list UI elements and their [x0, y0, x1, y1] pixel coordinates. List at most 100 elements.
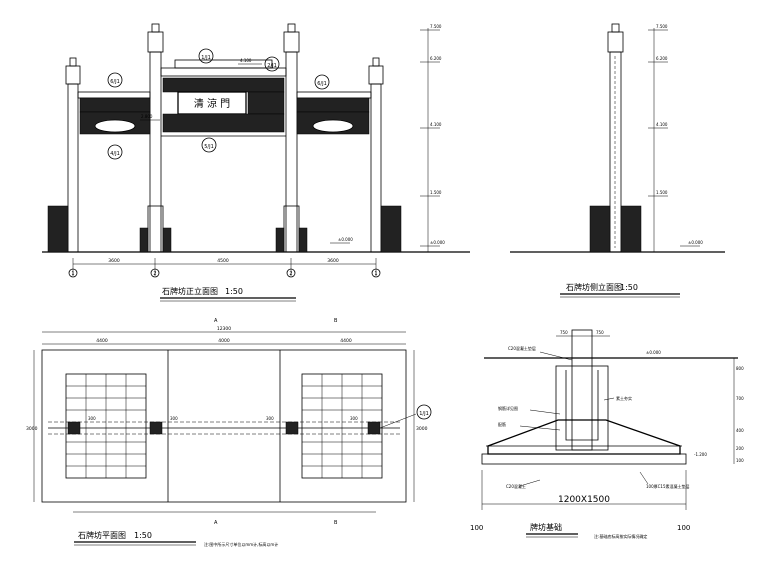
- center-lower-ornament: [162, 113, 285, 133]
- found-right-dim: 700: [736, 396, 744, 401]
- line: [519, 479, 541, 487]
- callout-text: 1/J1: [201, 55, 211, 61]
- dim-text: 4500: [217, 258, 229, 264]
- found-size: 1200X1500: [558, 495, 610, 505]
- found-cushion: [481, 453, 687, 465]
- rect: [611, 23, 620, 33]
- found-label: 素土夯实: [616, 395, 632, 401]
- ornament: [162, 227, 172, 253]
- plan-callout-text: 1/J1: [419, 411, 429, 417]
- front-elevation-scale: 1:50: [225, 287, 243, 296]
- ornament: [298, 227, 308, 253]
- found-level: ±0.000: [646, 350, 661, 355]
- plan-seg-dim: 4400: [340, 338, 352, 344]
- post-cap-left-outer: [65, 65, 81, 85]
- found-label: 配筋: [498, 421, 506, 427]
- side-post: [609, 51, 622, 253]
- axis-bubble: [286, 268, 296, 278]
- callout-bubble: [198, 48, 214, 64]
- line: [639, 471, 649, 485]
- side-elevation-scale: 1:50: [620, 283, 638, 292]
- level-text: 7.500: [656, 24, 668, 29]
- found-top-dim: 750: [560, 330, 568, 335]
- dim-text: 3600: [327, 258, 339, 264]
- plan-seg-dim: 4000: [218, 338, 230, 344]
- line: [603, 397, 615, 401]
- found-label: 100厚C15素混凝土垫层: [646, 483, 690, 489]
- callout-bubble: [107, 144, 123, 160]
- ornament: [139, 227, 149, 253]
- found-level: -1.200: [694, 452, 707, 457]
- found-label: C20混凝土垫层: [508, 345, 536, 351]
- plan-depth-dim: 3000: [26, 426, 38, 432]
- callout-bubble: [107, 72, 123, 88]
- plan-scale: 1:50: [134, 531, 152, 540]
- knob: [69, 57, 77, 67]
- ornament: [247, 91, 285, 115]
- axis-bubble: [371, 268, 381, 278]
- plan-axis-top: B: [334, 318, 338, 324]
- front-level-column: 7.500 6.200 4.100 1.500 ±0.000: [420, 24, 445, 252]
- level-text: ±0.000: [688, 240, 703, 245]
- plan-note: 注:图中所示尺寸单位以mm计,标高以m计: [204, 541, 278, 547]
- post-cap-right-outer: [368, 65, 384, 85]
- knob: [287, 23, 296, 33]
- axis-label: 2: [289, 271, 292, 277]
- ornament: [275, 227, 285, 253]
- right-bay-oval: [312, 119, 354, 133]
- axis-label: 1: [71, 271, 74, 277]
- center-crest: [174, 59, 273, 69]
- center-ornament-band: [162, 77, 285, 93]
- col-mark: 300: [88, 416, 96, 421]
- found-pedestal: [555, 365, 609, 451]
- plan-axis-top: A: [214, 318, 218, 324]
- post-left-outer: [67, 83, 79, 253]
- col-mark: 300: [350, 416, 358, 421]
- found-title: 牌坊基础: [530, 522, 562, 532]
- front-elevation: 清 涼 門 6/J1 1/J1 2/J1 6/J1 4/J1 5/J1: [42, 23, 470, 302]
- found-right-dim: 100: [736, 458, 744, 463]
- found-margin-left: 100: [470, 524, 483, 532]
- level-text: ±0.000: [430, 240, 445, 245]
- post-right-inner: [285, 51, 298, 253]
- side-drum-stone-right: [620, 205, 642, 253]
- plan-callout-bubble: [416, 404, 432, 420]
- level-text: 7.500: [430, 24, 442, 29]
- plan-view: A B 12300 4400 4000 4400: [26, 318, 432, 547]
- left-bay-top: [77, 91, 151, 99]
- plan-column: [285, 421, 299, 435]
- plan-depth-dim: 3000: [416, 426, 428, 432]
- side-drum-stone-left: [589, 205, 611, 253]
- left-bay-oval: [94, 119, 136, 133]
- level-text: 4.100: [430, 122, 442, 127]
- found-top-dim: 750: [596, 330, 604, 335]
- foundation-section: 750 750 ±0.000 800 700 400 200 100 -1.20…: [470, 329, 744, 539]
- level-mark: ±0.000: [338, 237, 353, 242]
- found-label: C20混凝土: [506, 483, 526, 489]
- drum-stone-left: [47, 205, 69, 253]
- line: [539, 351, 573, 361]
- level-text: 6.200: [430, 56, 442, 61]
- axis-bubble: [68, 268, 78, 278]
- level-mark: 2.800: [141, 114, 153, 119]
- plan-title: 石牌坊平面图: [78, 530, 126, 540]
- found-right-dim: 200: [736, 446, 744, 451]
- dim-text: 3600: [108, 258, 120, 264]
- line: [529, 409, 561, 415]
- line: [379, 413, 417, 429]
- level-mark: 4.100: [240, 58, 252, 63]
- level-text: 1.500: [656, 190, 668, 195]
- level-text: 1.500: [430, 190, 442, 195]
- plan-column: [149, 421, 163, 435]
- callout-bubble: [264, 56, 280, 72]
- left-bay-ornament: [79, 97, 151, 113]
- callout-text: 6/J1: [317, 81, 327, 87]
- callout-text: 6/J1: [110, 79, 120, 85]
- axis-label: 2: [153, 271, 156, 277]
- found-footing: [487, 419, 681, 455]
- callout-text: 5/J1: [204, 144, 214, 150]
- plan-seg-dim: 4400: [96, 338, 108, 344]
- callout-text: 4/J1: [110, 151, 120, 157]
- found-rebar: [565, 370, 599, 441]
